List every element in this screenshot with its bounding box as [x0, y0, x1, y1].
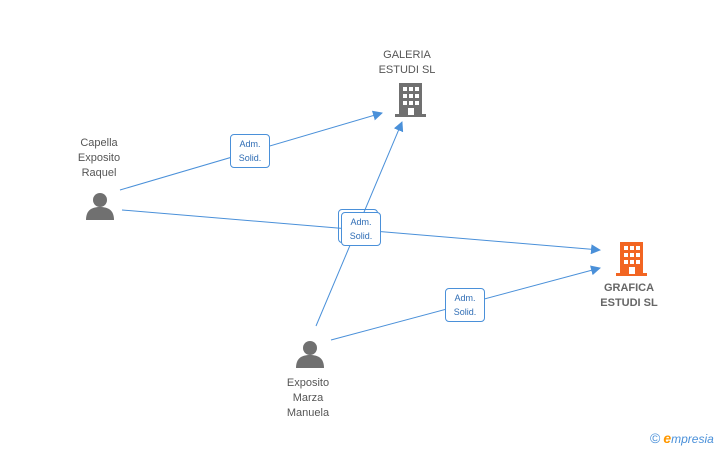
role-badge-line1: Adm.: [454, 293, 476, 303]
brand-name: mpresia: [671, 432, 714, 446]
building-icon: [616, 242, 647, 276]
brand-logo: ©empresia: [650, 430, 714, 446]
node-label-galeria: GALERIA ESTUDI SL: [378, 49, 436, 76]
building-icon: [395, 83, 426, 117]
role-badge: Adm. Solid.: [230, 134, 270, 168]
node-label-marza: Exposito Marza Manuela: [286, 377, 330, 419]
role-badge-line2: Solid.: [349, 231, 373, 241]
node-label-capella: Capella Exposito Raquel: [77, 137, 121, 179]
role-badge-line2: Solid.: [238, 153, 262, 163]
brand-initial: e: [663, 430, 672, 446]
copyright-symbol: ©: [650, 430, 661, 446]
role-badge-line2: Solid.: [453, 307, 477, 317]
role-badge-line1: Adm.: [239, 139, 261, 149]
role-badge-line1: Adm.: [350, 217, 372, 227]
role-badge: Adm. Solid.: [445, 288, 485, 322]
person-icon: [296, 341, 324, 368]
role-badge: Adm. Solid.: [338, 209, 381, 246]
node-label-grafica: GRAFICA ESTUDI SL: [600, 282, 658, 309]
person-icon: [86, 193, 114, 220]
